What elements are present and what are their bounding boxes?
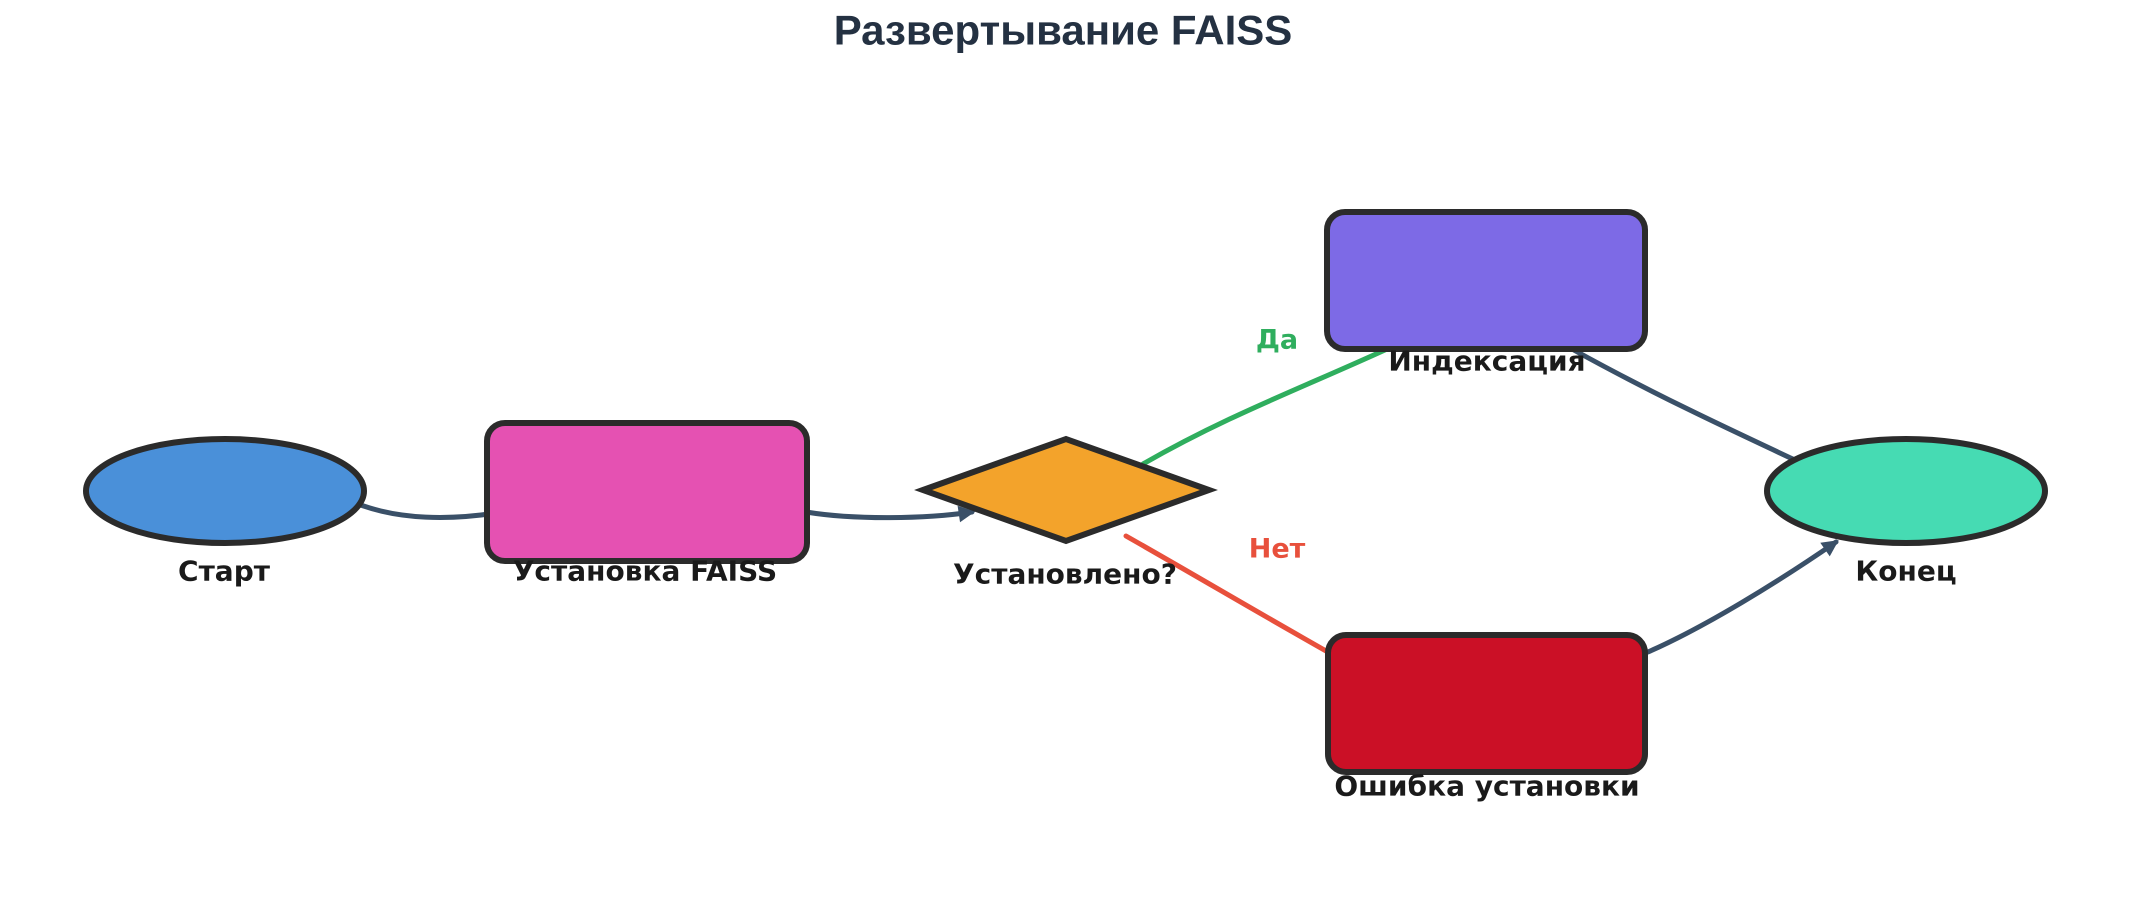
edge-start-install: [355, 501, 499, 520]
edge-group: [355, 341, 1839, 663]
node-install-label: Установка FAISS: [513, 555, 777, 588]
node-end-shape: [1764, 436, 2048, 546]
edge-check-error-no: [1123, 533, 1345, 663]
edge-label-yes: Да: [1256, 325, 1298, 356]
edge-install-check: [803, 505, 976, 523]
label-group: Старт Установка FAISS Установлено? Индек…: [178, 325, 1957, 803]
edge-index-end: [1569, 346, 1815, 471]
edge-check-index-yes: [1140, 341, 1401, 467]
edge-label-no: Нет: [1249, 534, 1306, 565]
node-error-label: Ошибка установки: [1334, 770, 1639, 803]
node-end-label: Конец: [1855, 555, 1956, 588]
node-check-shape: [914, 435, 1218, 545]
edge-error-end: [1645, 539, 1839, 655]
node-start-label: Старт: [178, 555, 271, 588]
node-error-shape: [1325, 632, 1648, 775]
node-check-label: Установлено?: [953, 558, 1177, 591]
node-index-shape: [1324, 209, 1648, 352]
diagram-title: Развертывание FAISS: [834, 7, 1293, 54]
node-start-shape: [83, 436, 367, 546]
node-group: [83, 209, 2048, 775]
node-index-label: Индексация: [1388, 345, 1585, 378]
node-install-shape: [484, 420, 810, 564]
